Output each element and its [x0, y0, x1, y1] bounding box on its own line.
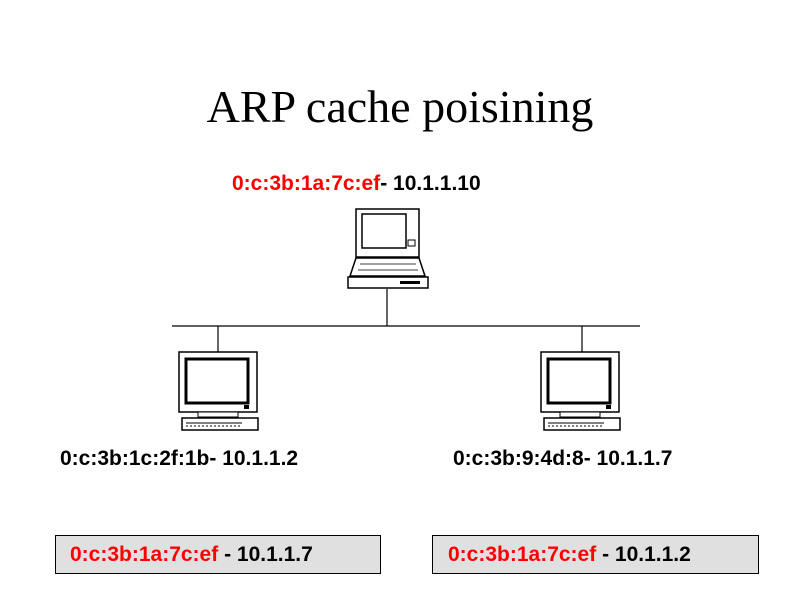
left-arp-cache-entry: 0:c:3b:1a:7c:ef - 10.1.1.7: [55, 535, 381, 574]
desktop-computer-icon-left: [178, 351, 259, 431]
left-host-address-label: 0:c:3b:1c:2f:1b- 10.1.1.2: [60, 447, 299, 470]
attacker-ip: - 10.1.1.10: [380, 172, 481, 195]
attacker-address-label: 0:c:3b:1a:7c:ef- 10.1.1.10: [232, 172, 481, 196]
laptop-icon: [347, 208, 429, 289]
right-cache-ip: - 10.1.1.2: [596, 543, 691, 566]
left-cache-mac: 0:c:3b:1a:7c:ef: [70, 543, 219, 566]
right-cache-mac: 0:c:3b:1a:7c:ef: [448, 543, 597, 566]
right-host-address-label: 0:c:3b:9:4d:8- 10.1.1.7: [453, 447, 673, 470]
slide-title: ARP cache poisining: [206, 81, 594, 132]
right-arp-cache-entry: 0:c:3b:1a:7c:ef - 10.1.1.2: [432, 535, 759, 574]
desktop-computer-icon-right: [540, 351, 621, 431]
attacker-mac: 0:c:3b:1a:7c:ef: [232, 172, 381, 195]
left-cache-ip: - 10.1.1.7: [218, 543, 313, 566]
